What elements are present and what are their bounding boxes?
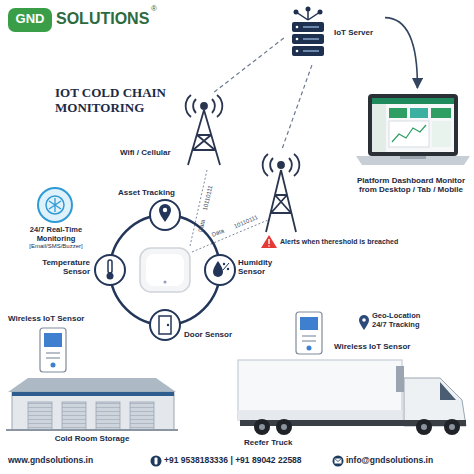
sensor-node: Wireless IoT Sensor — [6, 314, 91, 374]
node-label: Door Sensor — [184, 330, 234, 339]
geo-pin — [359, 315, 369, 330]
node-label: Reefer Truck — [244, 438, 324, 447]
registered-mark-box: ® — [151, 5, 157, 14]
monitoring-node: 24/7 Real-Time Monitoring[Email/SMS/Buzz… — [18, 188, 95, 258]
node-label: Humidity Sensor — [238, 258, 282, 276]
node-label: Platform Dashboard Monitor from Desktop … — [352, 176, 470, 194]
text-block: Wireless IoT Sensor — [8, 314, 90, 323]
text-block: IoT Server — [334, 28, 384, 37]
gateway-device — [140, 248, 190, 292]
node-label: Cold Room Storage — [6, 434, 178, 443]
text-block: Door Sensor — [184, 330, 234, 339]
footer-contact: info@gndsolutions.in — [346, 456, 433, 465]
text-block: Cold Room Storage — [6, 434, 178, 443]
alert-tower-node: Alerts when thereshold is breached — [258, 148, 421, 250]
logo-badge — [8, 8, 52, 32]
text-block: Alerts when thereshold is breached — [280, 238, 420, 246]
node-label: 24/7 Real-Time Monitoring — [18, 226, 94, 243]
wireless-sensor — [40, 328, 66, 372]
email-icon — [333, 456, 344, 467]
geo-node: Geo-Location 24/7 Tracking — [358, 312, 436, 338]
text-block: 24/7 Real-Time Monitoring[Email/SMS/Buzz… — [18, 226, 94, 250]
reefer-truck — [238, 360, 466, 435]
monitoring-icon — [38, 188, 72, 222]
cold-room-building — [6, 378, 178, 431]
node-label: Alerts when thereshold is breached — [280, 238, 420, 246]
temperature-node: Temperature Sensor — [34, 254, 128, 286]
cell-tower — [186, 95, 223, 165]
tower-node: Wifi / Cellular — [118, 92, 230, 168]
temperature-icon — [95, 255, 125, 285]
asset-node: Asset Tracking — [112, 186, 183, 232]
text-block: Wifi / Cellular — [120, 148, 182, 157]
data-bits-box: 10110111 — [202, 185, 214, 211]
footer-contact: +91 9538183336 | +91 89042 22588 — [164, 456, 302, 465]
asset-icon — [150, 200, 180, 230]
title-box: IOT COLD CHAIN MONITORING — [55, 86, 173, 116]
node-label: Wifi / Cellular — [120, 148, 182, 157]
node-label: Wireless IoT Sensor — [334, 342, 414, 351]
text-block: Reefer Truck — [244, 438, 324, 447]
data-tag-box: Data — [211, 227, 225, 238]
laptop-dashboard — [356, 94, 470, 165]
footer-contact-box: info@gndsolutions.in — [346, 456, 433, 465]
dashboard-node: Platform Dashboard Monitor from Desktop … — [352, 88, 471, 208]
node-note: [Email/SMS/Buzzer] — [18, 243, 94, 250]
phone-icon — [151, 456, 162, 467]
data-bits: 10110111 — [233, 214, 259, 230]
title: IOT COLD CHAIN MONITORING — [55, 86, 173, 116]
logo-text-box: GND — [8, 12, 52, 26]
cell-tower — [263, 154, 300, 232]
footer-contact-box: www.gndsolutions.in — [8, 456, 93, 465]
wireless-sensor — [296, 312, 322, 354]
dashed-link — [214, 38, 284, 92]
data-tag: Data — [211, 227, 225, 238]
node-label: Geo-Location 24/7 Tracking — [372, 312, 434, 329]
humidity-node: Humidity Sensor — [204, 254, 284, 286]
data-stream — [190, 170, 268, 252]
dashed-link — [282, 64, 312, 148]
text-block: Humidity Sensor — [238, 258, 282, 276]
door-icon — [150, 310, 180, 340]
cold-room-node: Cold Room Storage — [6, 376, 179, 446]
door-node: Door Sensor — [148, 308, 235, 342]
text-block: Wireless IoT Sensor — [334, 342, 414, 351]
logo-text-box: SOLUTIONS — [56, 10, 149, 28]
node-label: IoT Server — [334, 28, 384, 37]
text-block: Geo-Location 24/7 Tracking — [372, 312, 434, 329]
text-block: Asset Tracking — [118, 188, 182, 197]
logo-text: GND — [8, 12, 52, 26]
logo-text: SOLUTIONS — [56, 10, 149, 28]
humidity-icon — [205, 255, 235, 285]
node-label: Asset Tracking — [118, 188, 182, 197]
node-label: Wireless IoT Sensor — [8, 314, 90, 323]
server-icon — [292, 7, 324, 57]
data-bits: 10110111 — [202, 185, 214, 211]
sensor-ring — [110, 215, 220, 325]
node-label: Temperature Sensor — [34, 258, 90, 276]
server-node: IoT Server — [284, 6, 385, 64]
data-arrow — [385, 18, 417, 88]
footer-contact-box: +91 9538183336 | +91 89042 22588 — [164, 456, 302, 465]
registered-mark: ® — [151, 5, 157, 14]
text-block: Temperature Sensor — [34, 258, 90, 276]
data-bits-box: 10110111 — [233, 214, 259, 230]
text-block: Platform Dashboard Monitor from Desktop … — [352, 176, 470, 194]
warning-icon — [261, 235, 277, 248]
truck-node: Reefer Truck — [236, 356, 472, 450]
footer-contact: www.gndsolutions.in — [8, 456, 93, 465]
